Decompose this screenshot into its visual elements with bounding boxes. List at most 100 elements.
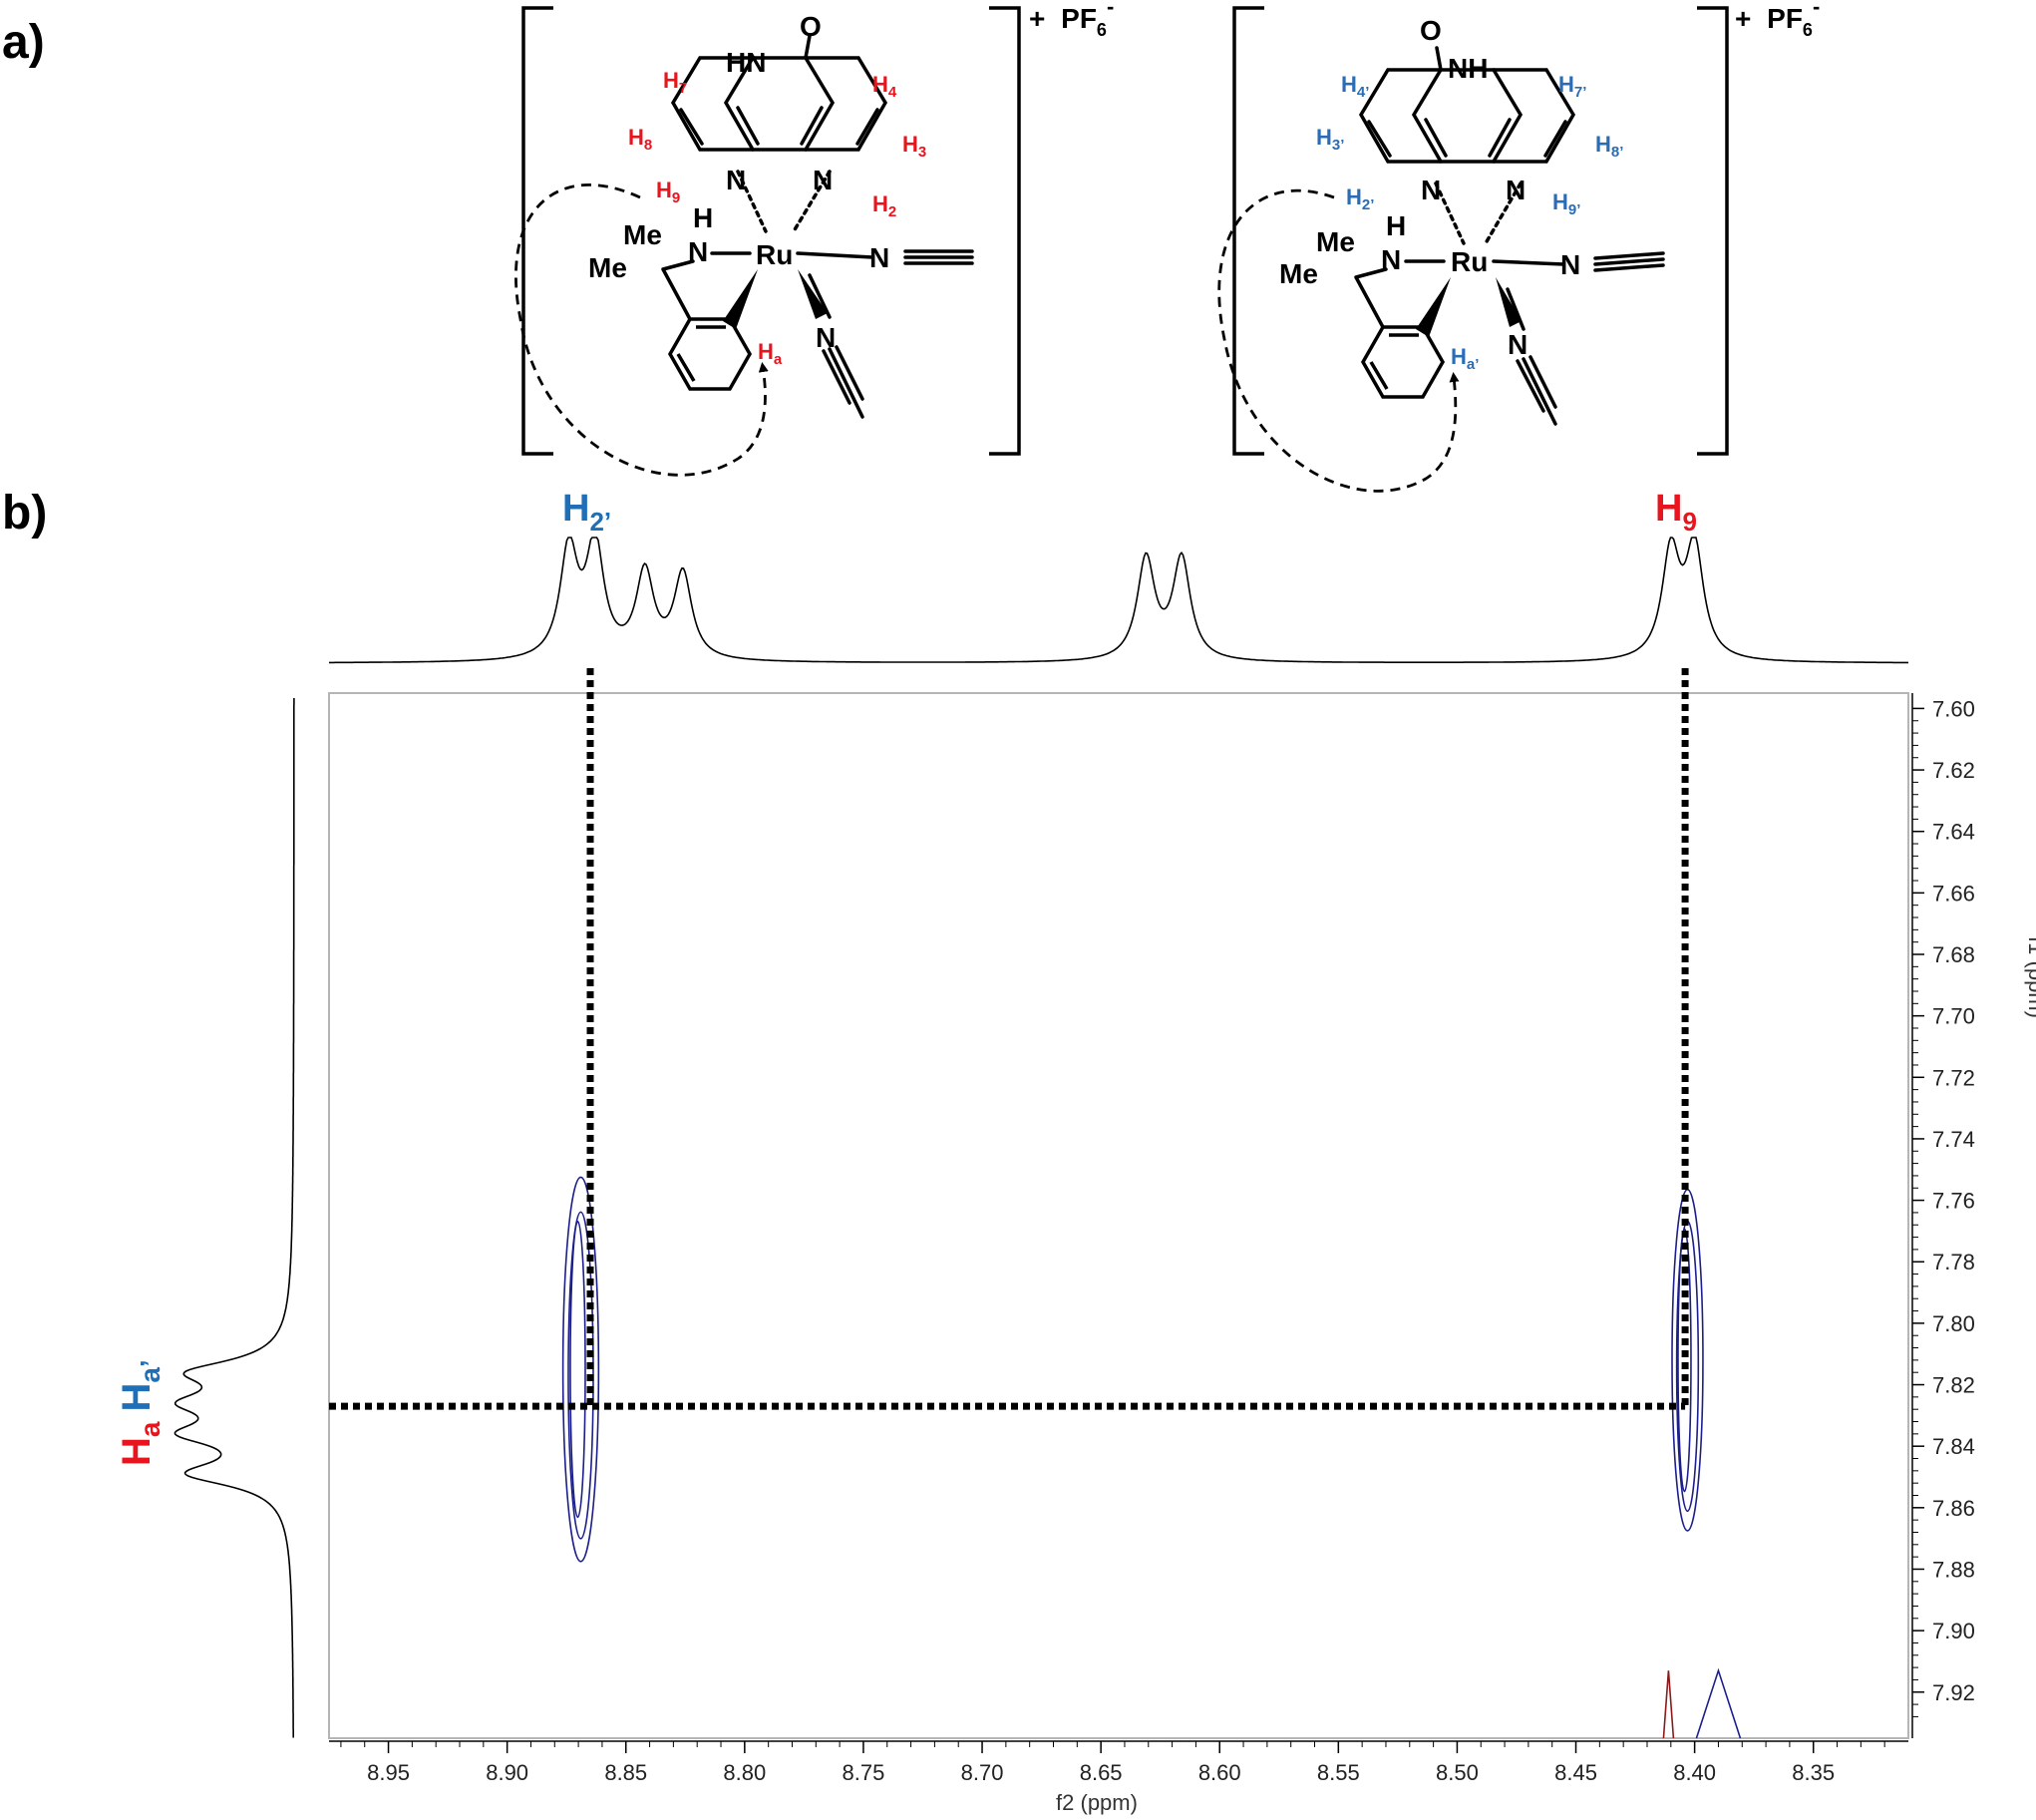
y-tick-label: 7.76: [1932, 1189, 1975, 1214]
panel-label-a: a): [2, 16, 45, 69]
left-atom-hn: HN: [726, 47, 766, 78]
left-noe-arrow: [514, 183, 769, 477]
y-tick-label: 7.74: [1932, 1127, 1975, 1152]
charge-right: + PF6-: [1735, 0, 1820, 40]
x-tick-label: 8.85: [604, 1760, 647, 1785]
y-tick-label: 7.60: [1932, 696, 1975, 721]
left-h8-label: H8: [628, 125, 652, 154]
y-tick-label: 7.64: [1932, 820, 1975, 845]
right-ring-bonds: [1358, 46, 1576, 164]
complex-right: + PF6-: [1217, 0, 1820, 493]
x-tick-label: 8.60: [1198, 1760, 1241, 1785]
svg-text:H2’: H2’: [562, 488, 611, 537]
y-tick-label: 7.80: [1932, 1311, 1975, 1336]
right-phenyl: [1354, 276, 1446, 399]
right-atom-n1: N: [1421, 175, 1441, 205]
right-ha-label: Ha’: [1451, 344, 1479, 373]
f2-projection-trace: [329, 537, 1908, 664]
cross-peak-contour: [1677, 1228, 1692, 1493]
x-tick-label: 8.35: [1792, 1760, 1835, 1785]
complex-left: + PF6-: [514, 0, 1114, 477]
cross-peak-contour: [561, 1176, 600, 1563]
left-atom-nc2: N: [816, 322, 836, 353]
left-atom-h: H: [693, 202, 713, 233]
y-axis-label: f1 (ppm): [2024, 936, 2036, 1018]
y-tick-label: 7.78: [1932, 1250, 1975, 1274]
left-central-bonds: [661, 170, 974, 419]
right-atom-nc2: N: [1508, 329, 1527, 360]
x-tick-label: 8.55: [1317, 1760, 1360, 1785]
right-h9-label: H9’: [1552, 189, 1580, 218]
guide-lines: [329, 668, 1689, 1410]
right-h-labels: H4’ H7’ H3’ H8’ H2’ H9’ Ha’: [1316, 72, 1623, 373]
right-atom-h: H: [1386, 210, 1406, 241]
y-tick-label: 7.72: [1932, 1065, 1975, 1090]
contour-peaks: [561, 1176, 1704, 1563]
bracket-left-close: [989, 6, 1021, 456]
panel-label-b: b): [2, 487, 47, 540]
x-tick-label: 8.45: [1554, 1760, 1597, 1785]
edge-peak: [1695, 1667, 1742, 1739]
right-noe-arrow: [1217, 188, 1460, 493]
right-h4-label: H4’: [1341, 72, 1369, 101]
left-atom-n2: N: [813, 165, 833, 195]
left-h7-label: H7: [663, 68, 687, 97]
x-tick-label: 8.70: [961, 1760, 1004, 1785]
y-tick-label: 7.62: [1932, 758, 1975, 783]
left-h3-label: H3: [902, 132, 926, 161]
right-h3-label: H3’: [1316, 125, 1344, 154]
bracket-right-open: [1232, 6, 1264, 456]
left-atom-me1: Me: [623, 219, 662, 250]
y-tick-label: 7.90: [1932, 1619, 1975, 1643]
extra-peaks: [1662, 1667, 1742, 1739]
charge-left: + PF6-: [1029, 0, 1114, 40]
x-axis-label: f2 (ppm): [1056, 1790, 1138, 1815]
left-ha-label: Ha: [758, 339, 783, 368]
left-wedge-bond: [723, 269, 758, 329]
cross-peak-contour: [569, 1220, 586, 1519]
left-ring-bonds: [670, 34, 888, 152]
y-tick-label: 7.82: [1932, 1373, 1975, 1398]
right-h7-label: H7’: [1558, 72, 1586, 101]
left-atom-o: O: [800, 11, 822, 42]
x-tick-label: 8.40: [1673, 1760, 1716, 1785]
plot-frame: [328, 692, 1909, 1739]
x-tick-label: 8.75: [843, 1760, 885, 1785]
left-atoms: O HN N N Ru H N Me Me N N: [588, 11, 889, 353]
left-atom-me2: Me: [588, 252, 627, 283]
left-h2-label: H2: [872, 191, 896, 220]
x-tick-label: 8.90: [486, 1760, 528, 1785]
y-axis: 7.60 7.62 7.64 7.66 7.68 7.70 7.72 7.74 7.76 7.78…: [1911, 693, 1975, 1738]
right-atom-n2: N: [1506, 175, 1526, 205]
right-atom-n-amine: N: [1381, 244, 1401, 275]
left-h-labels: H7 H4 H8 H3 H9 H2 Ha: [628, 68, 926, 368]
f1-projection-trace: [173, 698, 295, 1738]
right-atom-ru: Ru: [1451, 246, 1488, 277]
left-atom-ru: Ru: [756, 239, 793, 270]
right-atoms: O NH N N Ru H N Me Me N N: [1279, 15, 1580, 360]
bracket-left-open: [521, 6, 553, 456]
peak-label-h9: H9: [1655, 488, 1697, 537]
left-h4-label: H4: [872, 72, 897, 101]
svg-text:H9: H9: [1655, 488, 1697, 537]
left-h9-label: H9: [656, 178, 680, 206]
bracket-right-close: [1697, 6, 1729, 456]
right-central-bonds: [1354, 182, 1665, 426]
y-tick-label: 7.68: [1932, 942, 1975, 967]
y-tick-label: 7.88: [1932, 1557, 1975, 1582]
right-atom-me1: Me: [1316, 226, 1355, 257]
left-atom-n-amine: N: [688, 236, 708, 267]
y-tick-label: 7.92: [1932, 1680, 1975, 1705]
left-wedge-bond-2: [798, 269, 828, 319]
svg-text:HaHa’: HaHa’: [115, 1359, 166, 1466]
peak-label-h2prime: H2’: [562, 488, 611, 537]
right-h8-label: H8’: [1595, 132, 1623, 161]
right-atom-me2: Me: [1279, 258, 1318, 289]
y-tick-label: 7.66: [1932, 881, 1975, 906]
left-atom-n1: N: [726, 165, 746, 195]
y-tick-label: 7.70: [1932, 1004, 1975, 1029]
side-peak-labels: HaHa’: [115, 1359, 166, 1466]
right-atom-o: O: [1420, 15, 1442, 46]
